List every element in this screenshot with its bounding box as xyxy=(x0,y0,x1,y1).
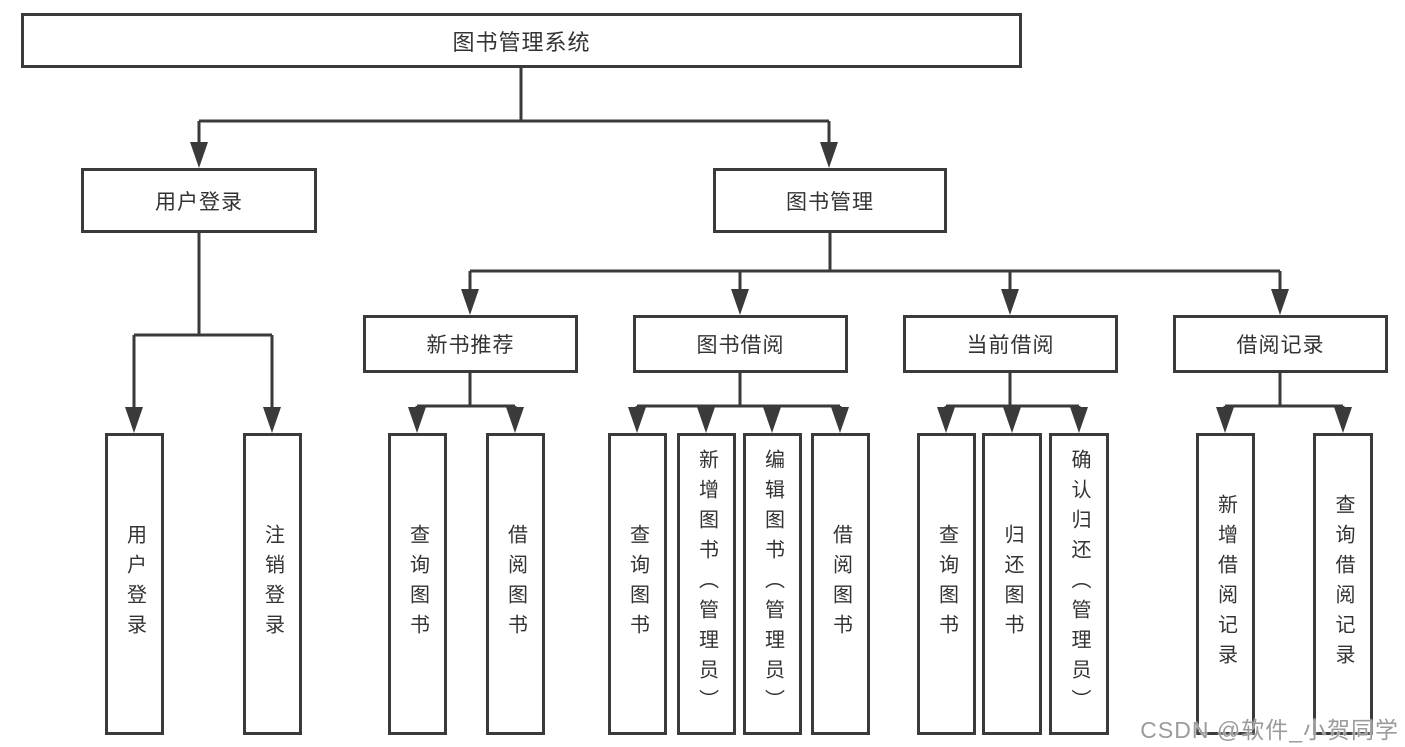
arrowhead-icon xyxy=(190,142,208,168)
connector-records-to-leaves xyxy=(1223,373,1345,412)
node-label: 图书借阅 xyxy=(696,334,785,357)
arrowhead-icon xyxy=(1216,407,1234,433)
leaf-logout: 注销登录 xyxy=(243,433,302,735)
arrowhead-icon xyxy=(125,407,143,433)
leaf-label: 归还图书 xyxy=(1001,524,1023,644)
leaf-label: 借阅图书 xyxy=(829,524,852,644)
node-label: 借阅记录 xyxy=(1236,334,1325,357)
arrowhead-icon xyxy=(1001,289,1019,315)
leaf-add-borrow-record: 新增借阅记录 xyxy=(1196,433,1255,735)
leaf-label: 借阅图书 xyxy=(504,524,527,644)
leaf-query-borrow-record: 查询借阅记录 xyxy=(1313,433,1373,735)
arrowhead-icon xyxy=(461,289,479,315)
node-library-management-system: 图书管理系统 xyxy=(21,13,1022,68)
leaf-label: 查询图书 xyxy=(626,524,649,644)
connector-borrowing-to-leaves xyxy=(635,373,842,412)
leaf-borrow-books-recommendation: 借阅图书 xyxy=(486,433,545,735)
leaf-label: 确认归还（管理员） xyxy=(1068,449,1090,719)
node-borrowing-records: 借阅记录 xyxy=(1173,315,1388,373)
arrowhead-icon xyxy=(506,407,524,433)
leaf-label: 用户登录 xyxy=(123,524,146,644)
node-current-borrowing: 当前借阅 xyxy=(903,315,1118,373)
leaf-label: 编辑图书（管理员） xyxy=(761,449,784,719)
connector-elbows xyxy=(132,68,1345,412)
watermark: CSDN @软件_小贺同学 xyxy=(1140,711,1399,745)
leaf-edit-book-admin: 编辑图书（管理员） xyxy=(743,433,802,735)
node-book-borrowing: 图书借阅 xyxy=(633,315,848,373)
watermark-text: CSDN @软件_小贺同学 xyxy=(1140,717,1399,743)
arrowhead-icon xyxy=(408,407,426,433)
node-label: 图书管理 xyxy=(786,190,874,214)
arrowhead-icon xyxy=(820,142,838,168)
connector-userlogin-to-leaves xyxy=(132,233,274,412)
arrowhead-icon xyxy=(263,407,281,433)
arrowhead-icon xyxy=(831,407,849,433)
node-label: 新书推荐 xyxy=(426,334,515,357)
node-book-management: 图书管理 xyxy=(713,168,947,233)
arrowhead-icon xyxy=(1271,289,1289,315)
node-new-book-recommendation: 新书推荐 xyxy=(363,315,578,373)
leaf-label: 新增图书（管理员） xyxy=(695,449,718,719)
leaf-label: 注销登录 xyxy=(261,524,284,644)
leaf-user-login: 用户登录 xyxy=(105,433,164,735)
leaf-label: 新增借阅记录 xyxy=(1214,494,1237,674)
node-label: 用户登录 xyxy=(155,190,243,214)
connector-root-to-level2 xyxy=(197,68,831,146)
leaf-return-books: 归还图书 xyxy=(982,433,1042,735)
connector-newbook-to-leaves xyxy=(415,373,517,412)
node-label: 图书管理系统 xyxy=(452,29,591,55)
leaf-query-books-current: 查询图书 xyxy=(917,433,976,735)
leaf-borrow-books-borrowing: 借阅图书 xyxy=(811,433,870,735)
arrowhead-icon xyxy=(1334,407,1352,433)
arrowhead-icon xyxy=(1070,407,1088,433)
leaf-query-books-borrowing: 查询图书 xyxy=(608,433,667,735)
leaf-query-books-recommendation: 查询图书 xyxy=(388,433,447,735)
leaf-label: 查询借阅记录 xyxy=(1332,494,1354,674)
arrowhead-icon xyxy=(697,407,715,433)
arrowhead-icon xyxy=(628,407,646,433)
node-user-login: 用户登录 xyxy=(81,168,317,233)
leaf-confirm-return-admin: 确认归还（管理员） xyxy=(1049,433,1109,735)
connector-bookmgmt-to-level3 xyxy=(468,233,1282,294)
node-label: 当前借阅 xyxy=(966,334,1055,357)
arrowhead-icon xyxy=(763,407,781,433)
leaf-add-book-admin: 新增图书（管理员） xyxy=(677,433,736,735)
leaf-label: 查询图书 xyxy=(935,524,958,644)
arrowhead-icon xyxy=(731,289,749,315)
arrowheads xyxy=(125,142,1352,433)
arrowhead-icon xyxy=(1003,407,1021,433)
arrowhead-icon xyxy=(937,407,955,433)
connector-current-to-leaves xyxy=(944,373,1081,412)
leaf-label: 查询图书 xyxy=(406,524,429,644)
